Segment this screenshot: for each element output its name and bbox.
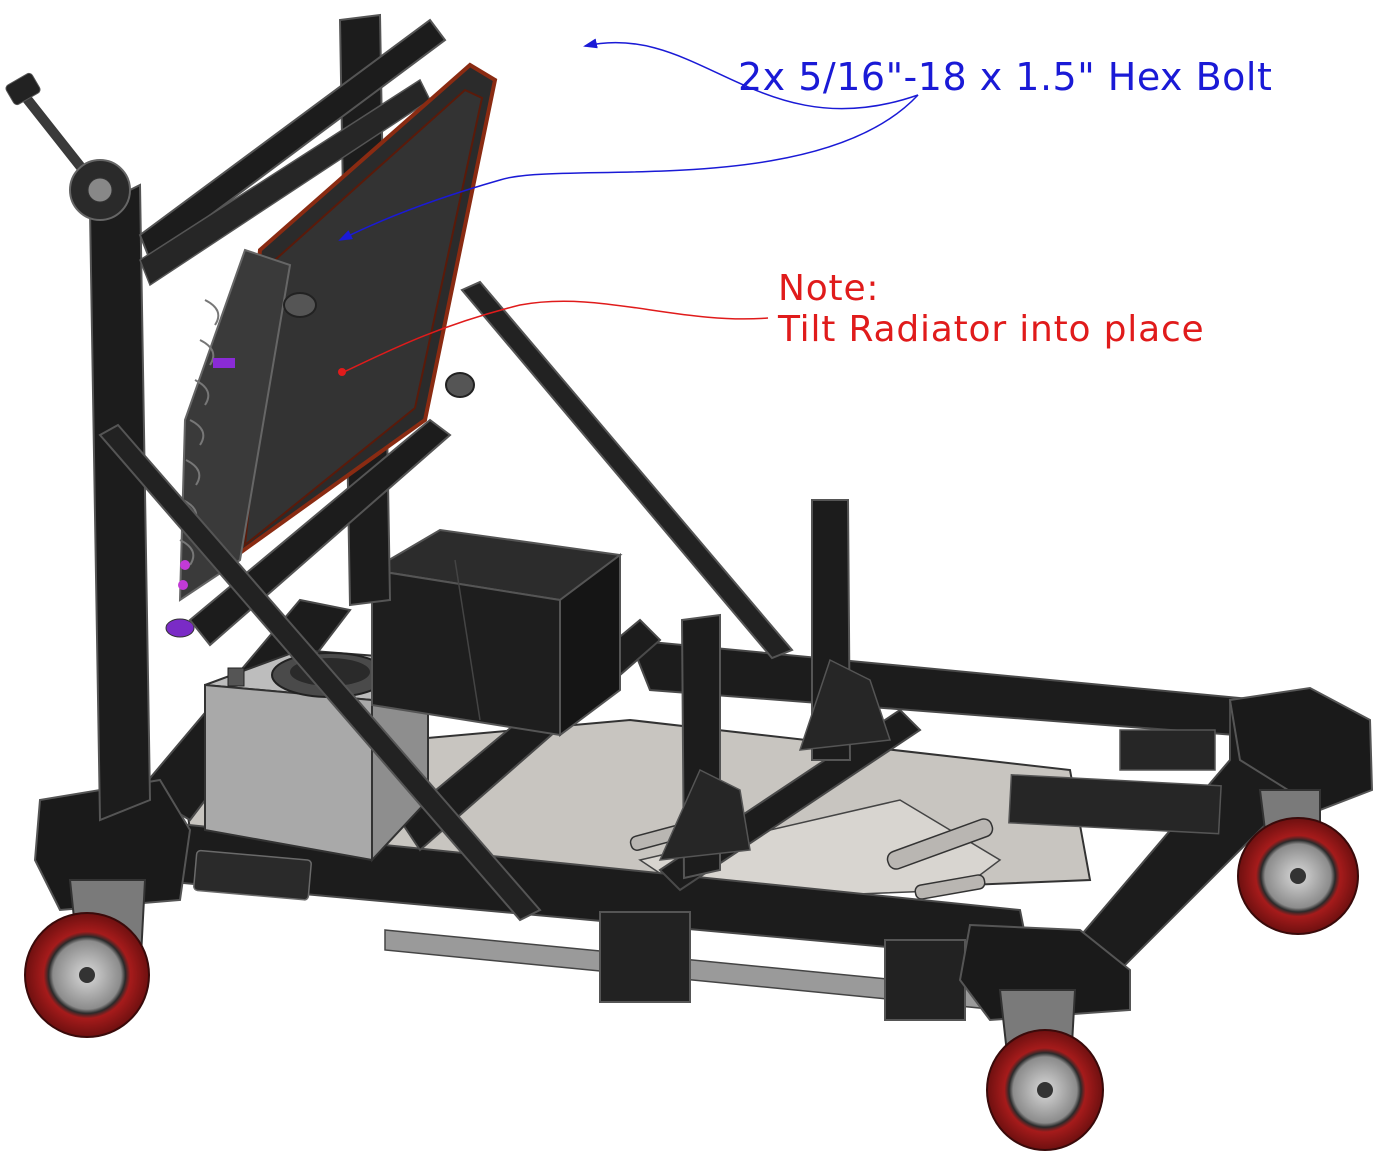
front-upright-pair (658, 499, 892, 880)
diagonal-brace (460, 280, 794, 660)
note-leader-line (338, 300, 769, 376)
caster-wheel (24, 879, 150, 1038)
battery-box (369, 528, 623, 737)
note-title: Note: (778, 268, 880, 309)
note-text: Tilt Radiator into place (778, 309, 1205, 350)
bolt-callout: 2x 5/16"-18 x 1.5" Hex Bolt (738, 55, 1273, 99)
bolt-leader-lines (338, 38, 919, 241)
diagonal-brace (98, 423, 542, 922)
note-callout: Note: Tilt Radiator into place (778, 268, 1205, 350)
caster-wheel (1237, 789, 1359, 935)
radiator (165, 62, 498, 647)
caster-wheel (986, 989, 1104, 1151)
